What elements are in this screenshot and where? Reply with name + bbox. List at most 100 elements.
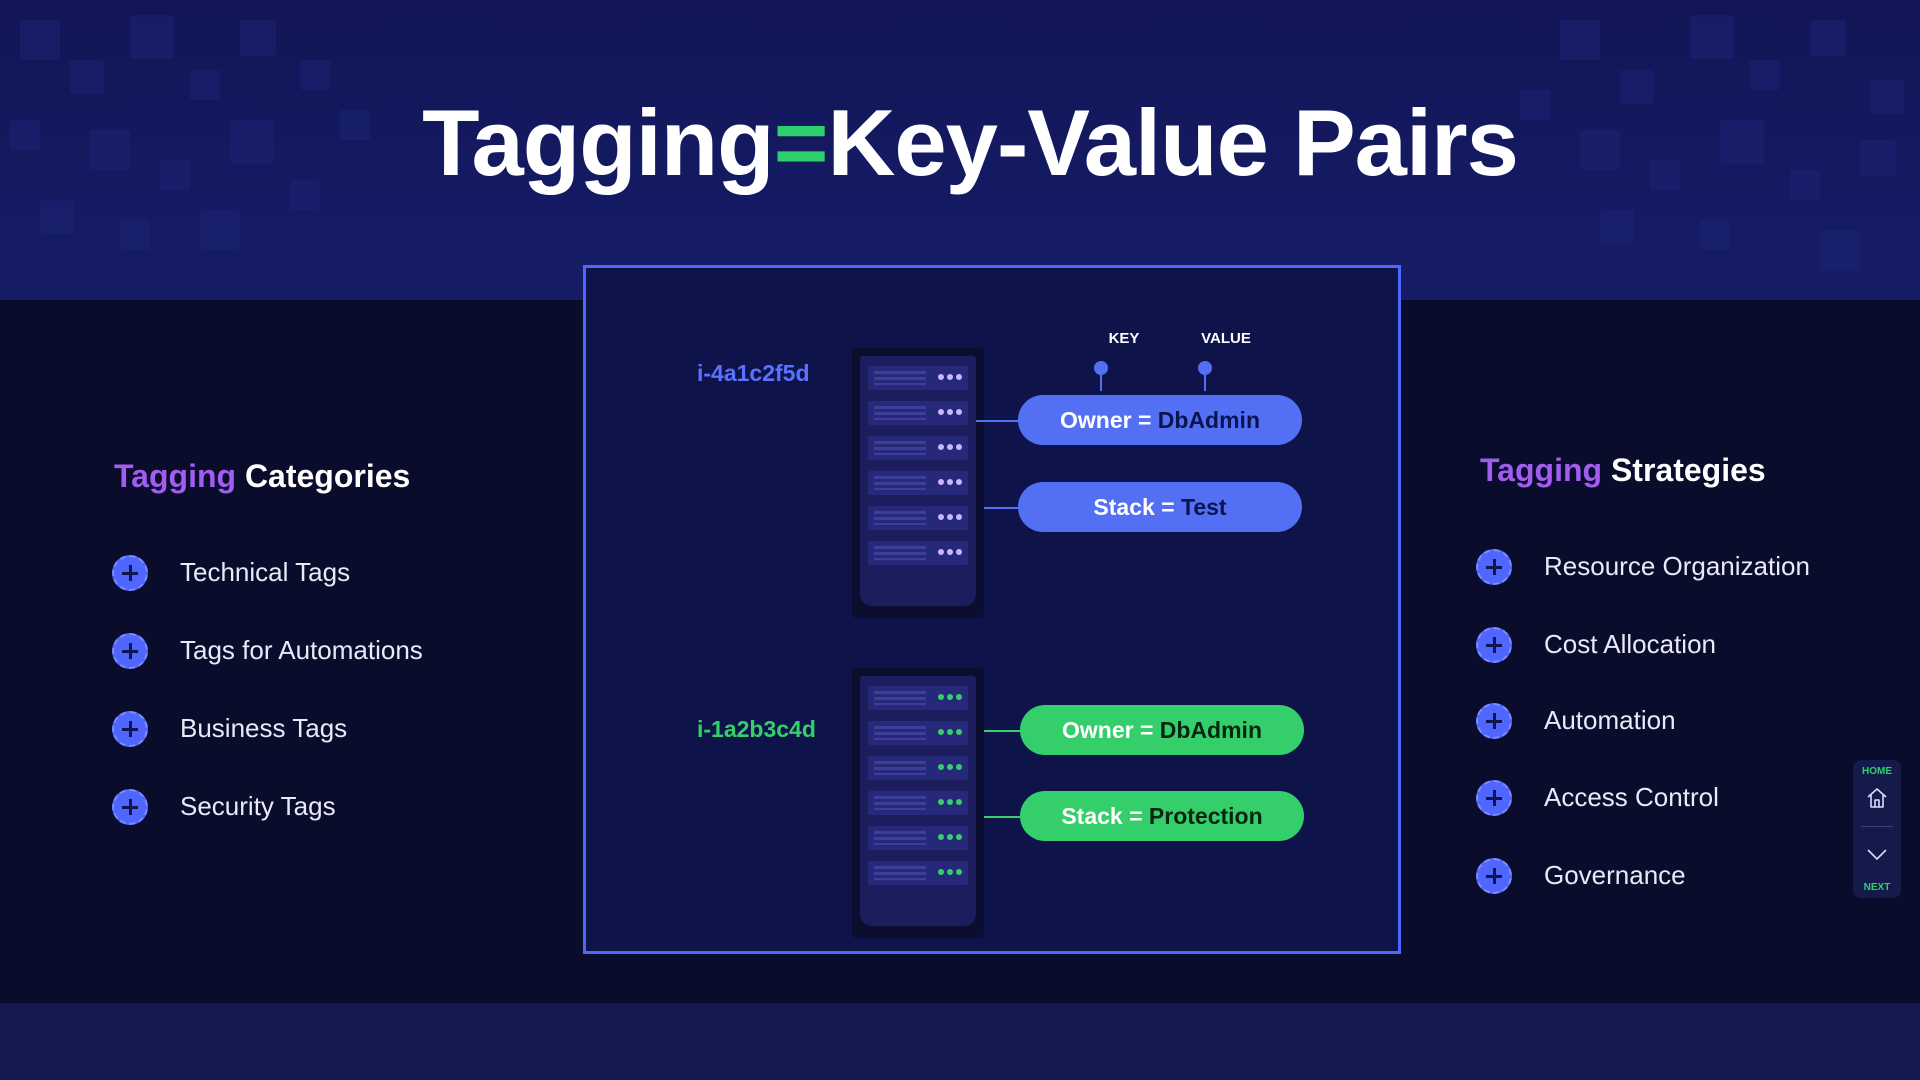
title-part-1: Tagging — [422, 90, 775, 195]
background-tile — [20, 20, 60, 60]
slide-nav: HOME NEXT — [1853, 760, 1901, 898]
server-rack — [860, 676, 976, 926]
background-tile — [200, 210, 240, 250]
instance-id: i-4a1c2f5d — [697, 360, 810, 386]
background-tile — [1520, 90, 1550, 120]
tag-value: Test — [1181, 494, 1227, 520]
plus-circle-icon — [112, 555, 148, 591]
plus-circle-icon — [112, 789, 148, 825]
background-tile — [40, 200, 74, 234]
categories-heading: Tagging Categories — [114, 458, 410, 495]
strategies-heading-rest: Strategies — [1602, 452, 1766, 488]
tag-pill: Stack = Test — [1018, 482, 1302, 532]
background-tile — [130, 15, 174, 59]
header-band — [0, 0, 1920, 300]
footer-band — [0, 1003, 1920, 1080]
strategy-label: Governance — [1544, 860, 1686, 890]
tag-connector — [976, 420, 1024, 422]
server-slot — [868, 506, 968, 530]
category-label: Tags for Automations — [180, 635, 423, 665]
strategy-label: Resource Organization — [1544, 551, 1810, 581]
category-label: Security Tags — [180, 791, 336, 821]
tag-connector — [984, 816, 1024, 818]
strategy-label: Cost Allocation — [1544, 629, 1716, 659]
page-title: Tagging=Key-Value Pairs — [0, 88, 1920, 198]
strategy-label: Automation — [1544, 705, 1676, 735]
title-part-2: Key-Value Pairs — [827, 90, 1519, 195]
plus-circle-icon — [112, 633, 148, 669]
server-icon — [852, 348, 984, 618]
strategy-label: Access Control — [1544, 782, 1719, 812]
key-marker — [1094, 361, 1108, 375]
background-tile — [1870, 80, 1904, 114]
value-label: VALUE — [1201, 330, 1251, 347]
tag-connector — [984, 507, 1024, 509]
server-slot — [868, 366, 968, 390]
background-tile — [1600, 210, 1634, 244]
tag-key: Owner — [1061, 717, 1134, 743]
background-tile — [1720, 120, 1764, 164]
server-slot — [868, 686, 968, 710]
server-slot — [868, 861, 968, 885]
home-icon[interactable] — [1865, 786, 1889, 810]
tag-separator: = — [1133, 717, 1160, 743]
key-label: KEY — [1108, 330, 1140, 347]
background-tile — [1790, 170, 1820, 200]
server-icon — [852, 668, 984, 938]
key-value-diagram: KEY VALUE i-4a1c2f5d Owner = DbAdmin Sta… — [583, 265, 1401, 954]
tag-pill: Owner = DbAdmin — [1020, 705, 1304, 755]
server-rack — [860, 356, 976, 606]
background-tile — [90, 130, 130, 170]
background-tile — [1860, 140, 1896, 176]
plus-circle-icon — [1476, 703, 1512, 739]
category-label: Technical Tags — [180, 557, 351, 587]
background-tile — [1560, 20, 1600, 60]
next-label[interactable]: NEXT — [1863, 882, 1891, 893]
background-tile — [340, 110, 370, 140]
server-slot — [868, 436, 968, 460]
background-tile — [1580, 130, 1620, 170]
background-tile — [1650, 160, 1680, 190]
background-tile — [120, 220, 150, 250]
home-label[interactable]: HOME — [1862, 766, 1892, 777]
chevron-down-icon[interactable] — [1865, 842, 1889, 866]
server-slot — [868, 756, 968, 780]
tag-value: DbAdmin — [1157, 407, 1260, 433]
background-tile — [1620, 70, 1654, 104]
tag-key: Stack — [1061, 803, 1123, 829]
tag-connector — [984, 730, 1024, 732]
key-marker-stem — [1100, 373, 1102, 391]
value-marker-stem — [1204, 373, 1206, 391]
background-tile — [290, 180, 320, 210]
tag-pill: Owner = DbAdmin — [1018, 395, 1302, 445]
server-slot — [868, 471, 968, 495]
value-marker — [1198, 361, 1212, 375]
plus-circle-icon — [1476, 627, 1512, 663]
background-tile — [70, 60, 104, 94]
plus-circle-icon — [1476, 780, 1512, 816]
server-slot — [868, 721, 968, 745]
plus-circle-icon — [112, 711, 148, 747]
tag-key: Owner — [1059, 407, 1132, 433]
title-equals: = — [773, 90, 829, 195]
server-slot — [868, 401, 968, 425]
tag-key: Stack — [1093, 494, 1155, 520]
nav-divider — [1861, 826, 1893, 827]
category-label: Business Tags — [180, 713, 348, 743]
server-slot — [868, 791, 968, 815]
tag-separator: = — [1122, 803, 1149, 829]
strategies-heading-accent: Tagging — [1480, 452, 1603, 488]
background-tile — [1750, 60, 1780, 90]
instance-id: i-1a2b3c4d — [697, 716, 816, 742]
plus-circle-icon — [1476, 549, 1512, 585]
categories-heading-accent: Tagging — [114, 458, 237, 494]
categories-heading-rest: Categories — [236, 458, 411, 494]
tag-separator: = — [1131, 407, 1158, 433]
tag-pill: Stack = Protection — [1020, 791, 1304, 841]
server-slot — [868, 541, 968, 565]
background-tile — [240, 20, 276, 56]
strategies-heading: Tagging Strategies — [1480, 452, 1766, 489]
background-tile — [1700, 220, 1730, 250]
background-tile — [10, 120, 40, 150]
background-tile — [1810, 20, 1846, 56]
